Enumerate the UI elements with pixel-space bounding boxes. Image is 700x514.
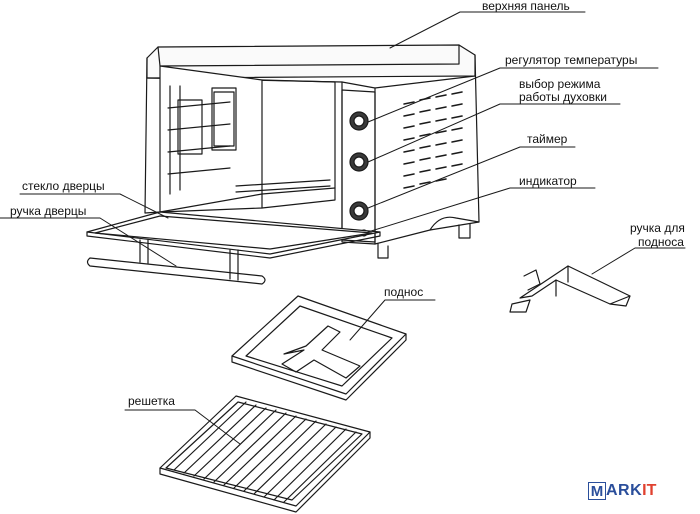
control-panel (341, 89, 376, 243)
label-tray: поднос (384, 285, 424, 299)
brand-logo: M ARK IT (588, 480, 656, 502)
wire-rack (159, 395, 371, 513)
brand-m: M (588, 482, 606, 500)
label-temperature-regulator: регулятор температуры (505, 53, 638, 67)
label-mode-line1: выбор режима (519, 77, 601, 91)
door-handle-bar (86, 257, 266, 285)
label-rack: решетка (128, 394, 175, 408)
label-mode-line2: работы духовки (519, 90, 607, 104)
label-tray-handle-line1: ручка для (630, 221, 685, 235)
label-timer: таймер (527, 132, 568, 146)
leader-lines (0, 11, 686, 445)
label-indicator: индикатор (519, 174, 577, 188)
brand-rest: ARK (606, 482, 643, 499)
baking-tray (231, 295, 407, 401)
label-top-panel: верхняя панель (482, 0, 570, 13)
label-door-glass: стекло дверцы (22, 179, 105, 193)
label-door-handle: ручка дверцы (10, 204, 87, 218)
oven-body (144, 44, 480, 259)
tray-handle (509, 265, 631, 313)
vent-slots (403, 91, 463, 189)
label-tray-handle-line2: подноса (638, 235, 684, 249)
oven-door (86, 211, 381, 285)
brand-accent: IT (642, 482, 657, 499)
door-glass (86, 211, 381, 255)
oven-cavity (159, 65, 263, 213)
